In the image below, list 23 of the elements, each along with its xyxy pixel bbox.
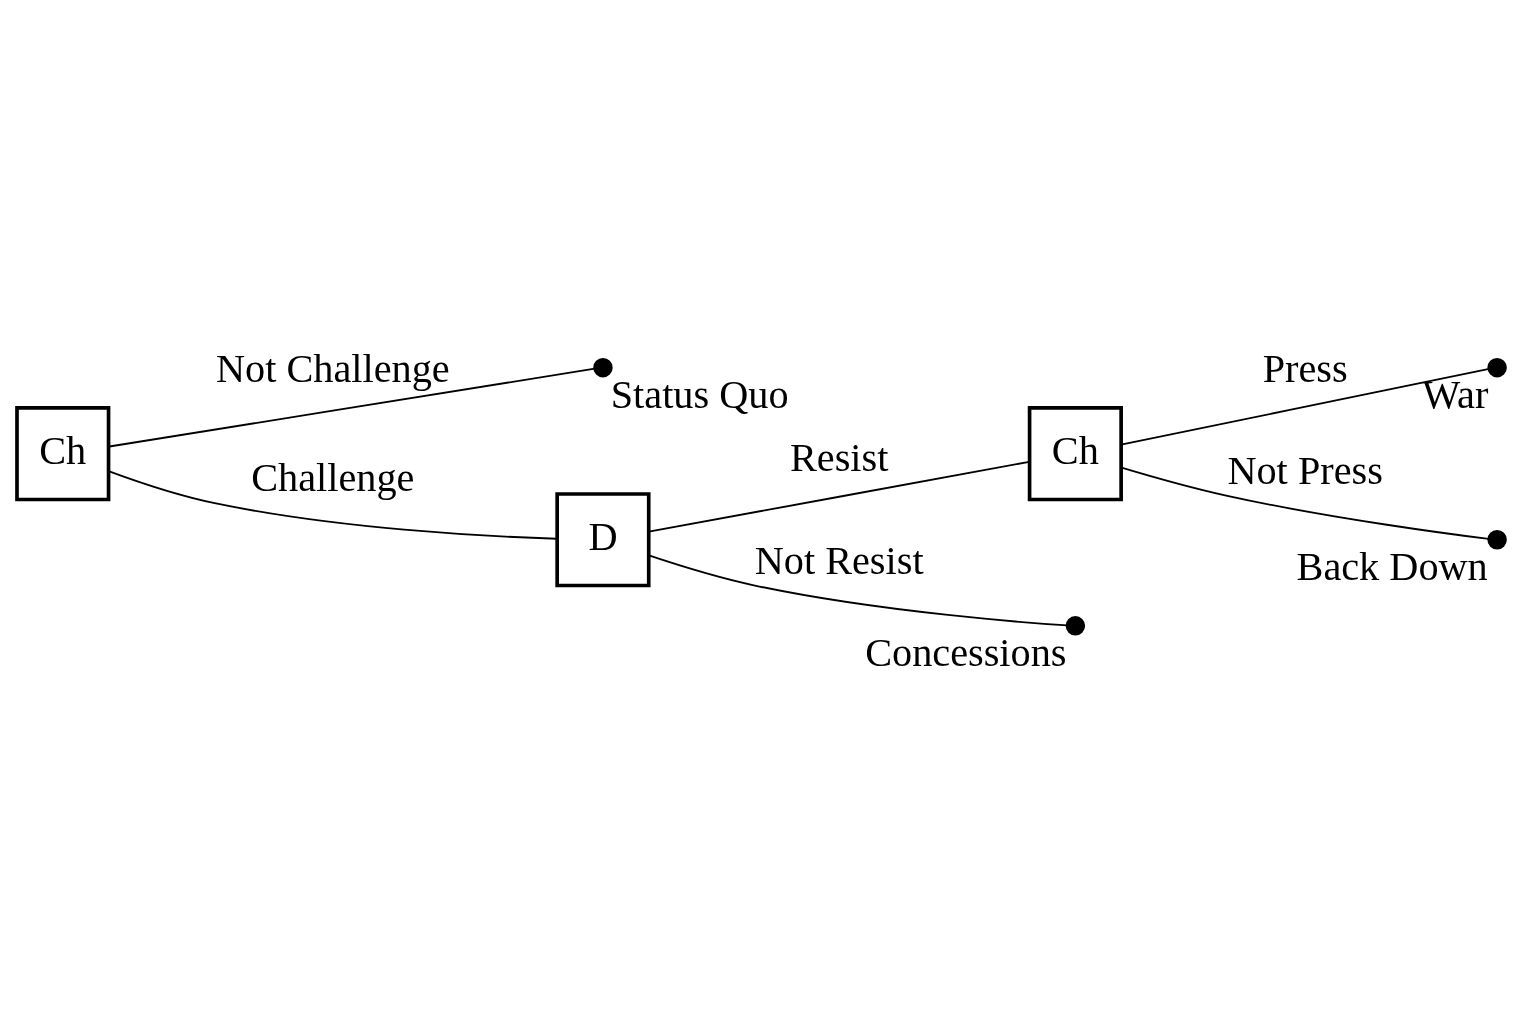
connector <box>108 367 596 447</box>
node-circle <box>1065 615 1086 636</box>
node-label: War <box>1422 371 1489 417</box>
edge-label: Challenge <box>251 454 415 500</box>
node-circle <box>1487 357 1507 377</box>
node-circle <box>593 357 613 377</box>
node-box: D <box>555 491 651 587</box>
connector <box>1120 367 1491 446</box>
node-label: Back Down <box>1296 543 1488 589</box>
node-circle <box>1487 529 1507 549</box>
connector <box>647 460 1031 533</box>
node-box: Ch <box>1027 405 1123 501</box>
connector <box>107 469 558 540</box>
connector <box>1120 466 1490 540</box>
edge-label: Not Resist <box>754 537 924 583</box>
edge-label: Press <box>1262 345 1348 391</box>
node-label: Status Quo <box>610 371 789 417</box>
edge-label: Resist <box>789 434 889 480</box>
edge-label: Not Challenge <box>215 345 450 391</box>
node-label: Concessions <box>865 629 1067 675</box>
connector <box>648 554 1069 626</box>
node-box: Ch <box>15 405 111 501</box>
edge-label: Not Press <box>1227 447 1383 493</box>
